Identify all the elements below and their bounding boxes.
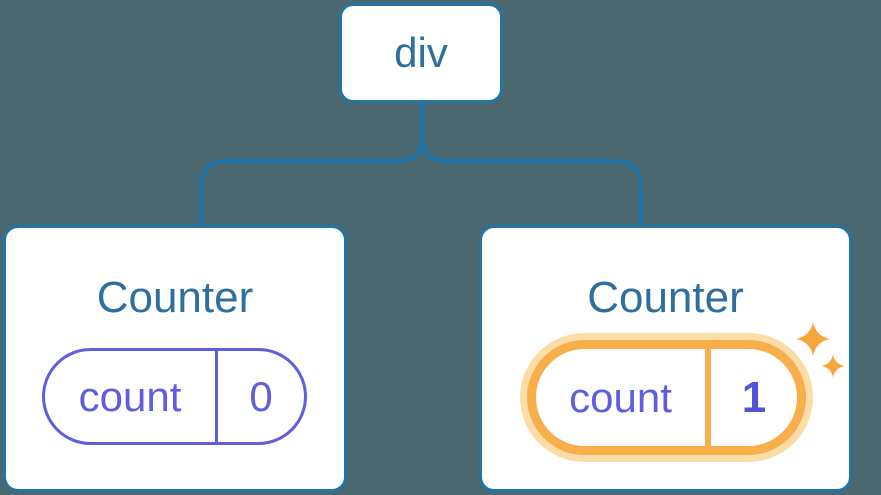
state-value: 0 [249, 372, 273, 420]
state-key-label: count [78, 372, 182, 420]
tree-node-div: div [339, 3, 503, 103]
pill-divider [215, 351, 218, 442]
state-key-label: count [569, 373, 672, 421]
connector-left-branch [198, 101, 425, 226]
counter-card-left: Counter count 0 [3, 225, 347, 492]
sparkle-small-icon [821, 354, 845, 378]
counter-right-state-pill-highlighted: count 1 [527, 340, 806, 455]
counter-right-title: Counter [587, 273, 744, 322]
sparkle-icon [796, 322, 845, 378]
connector-right-branch [419, 101, 644, 226]
counter-left-title: Counter [96, 273, 254, 322]
counter-card-right: Counter count 1 [479, 225, 852, 492]
sparkle-large-icon [796, 322, 830, 356]
pill-divider [705, 349, 711, 446]
state-value: 1 [741, 372, 767, 422]
div-node-label: div [394, 29, 448, 76]
counter-left-state-pill: count 0 [42, 348, 307, 445]
